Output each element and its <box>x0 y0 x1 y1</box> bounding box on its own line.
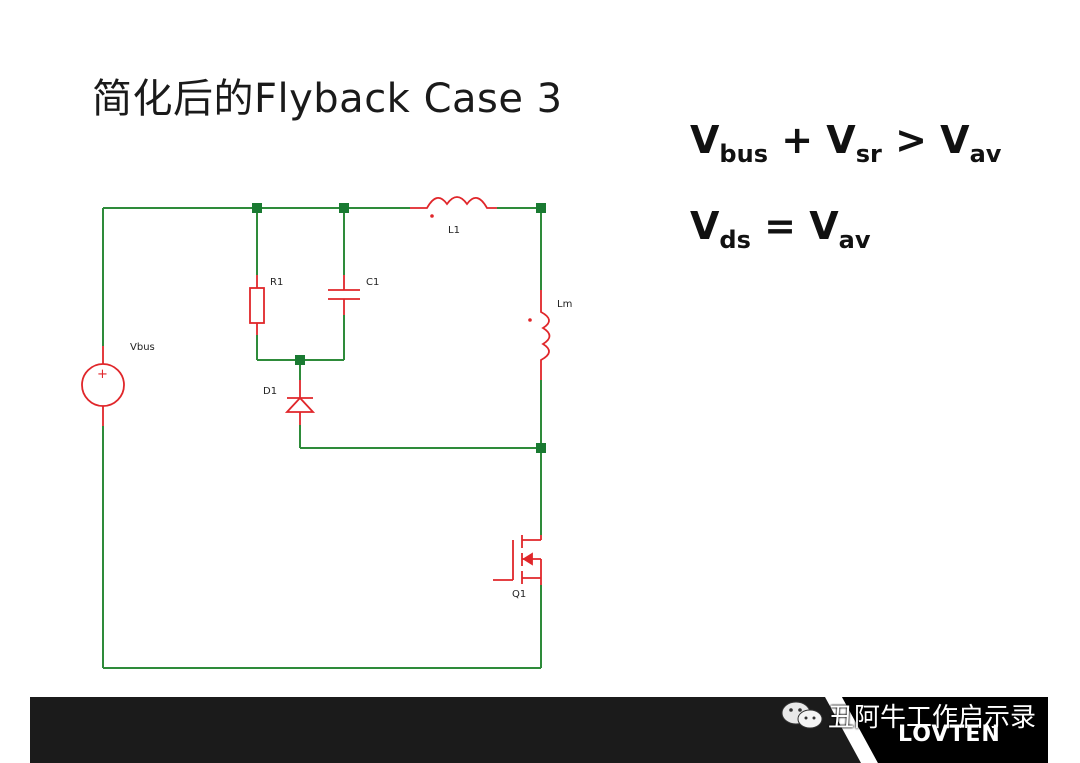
equation-vds-vav: Vds = Vav <box>690 204 870 254</box>
wires <box>102 207 542 669</box>
brand-text: 丑阿牛工作启示录 <box>828 703 1037 733</box>
node-top-right <box>536 203 546 213</box>
diode-d1 <box>284 380 316 425</box>
components <box>81 196 551 585</box>
label-r1: R1 <box>270 277 283 288</box>
label-lm: Lm <box>557 299 572 310</box>
junction-nodes <box>252 203 546 453</box>
label-l1: L1 <box>448 225 460 236</box>
eq2-op1: = <box>764 204 796 248</box>
eq1-v1: V <box>690 118 720 162</box>
resistor-r1 <box>249 275 265 335</box>
label-q1: Q1 <box>512 589 526 600</box>
label-c1: C1 <box>366 277 379 288</box>
brand-logo: LOVTEN <box>898 722 1001 747</box>
node-top-r1 <box>252 203 262 213</box>
node-d1-cathode <box>295 355 305 365</box>
eq1-v2: V <box>826 118 856 162</box>
eq1-sub3: av <box>969 140 1002 168</box>
eq2-sub1: ds <box>719 226 751 254</box>
eq1-sub2: sr <box>855 140 882 168</box>
wechat-icon <box>781 701 823 729</box>
capacitor-c1 <box>328 275 360 315</box>
slide-title: 简化后的Flyback Case 3 <box>92 76 563 122</box>
eq1-v3: V <box>940 118 970 162</box>
node-drain <box>536 443 546 453</box>
flyback-schematic: + L1 R1 C1 Lm Vbus D1 Q1 <box>81 196 572 669</box>
label-d1: D1 <box>263 386 277 397</box>
eq2-v1: V <box>690 204 720 248</box>
node-top-c1 <box>339 203 349 213</box>
equation-vbus-vsr-vav: Vbus + Vsr > Vav <box>690 118 1001 168</box>
eq2-sub2: av <box>838 226 871 254</box>
inductor-lm <box>528 290 551 380</box>
voltage-source-vbus <box>81 346 125 426</box>
footer-accent <box>825 697 1048 763</box>
eq1-op2: > <box>895 118 927 162</box>
eq2-v2: V <box>809 204 839 248</box>
source-plus-sign: + <box>97 367 108 382</box>
mosfet-q1 <box>493 535 542 585</box>
eq1-op1: + <box>781 118 814 162</box>
label-vbus: Vbus <box>130 342 155 353</box>
inductor-l1 <box>410 196 497 218</box>
footer-bar <box>30 697 1048 763</box>
eq1-sub1: bus <box>719 140 768 168</box>
